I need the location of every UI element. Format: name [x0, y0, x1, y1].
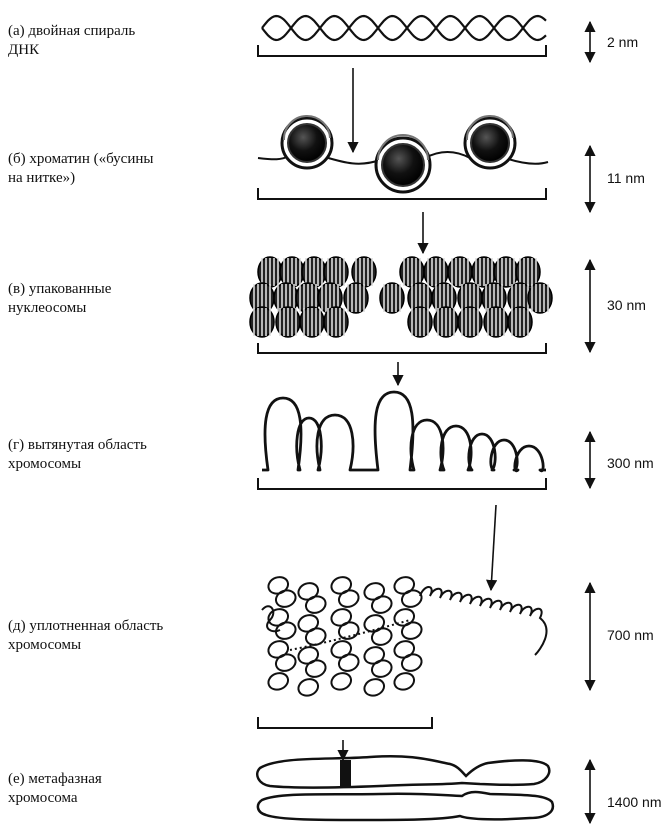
nucleosome-icon: [484, 307, 508, 337]
arrow-g-d: [491, 505, 496, 590]
nucleosome-icon: [458, 307, 482, 337]
coil-column-icon: [266, 574, 298, 692]
nucleosome-icon: [344, 283, 368, 313]
chromatin-loops-icon: [262, 392, 546, 471]
coil-spring-icon: [420, 587, 546, 655]
coil-column-icon: [296, 580, 328, 698]
nucleosome-icon: [280, 257, 304, 287]
bracket-g: [258, 478, 546, 489]
packed-nucleosomes-icon: [250, 257, 552, 337]
bracket-d: [258, 717, 432, 728]
bracket-v: [258, 343, 546, 353]
nucleosome-icon: [276, 307, 300, 337]
nucleosome-icon: [508, 307, 532, 337]
nucleosome-icon: [300, 307, 324, 337]
nucleosome-bead-icon: [376, 135, 430, 192]
nucleosome-bead-icon: [282, 116, 332, 168]
coil-column-icon: [362, 580, 394, 698]
dna-double-helix-icon: [262, 16, 546, 40]
nucleosome-icon: [302, 257, 326, 287]
nucleosome-bead-icon: [465, 116, 515, 168]
coil-column-icon: [392, 574, 424, 692]
nucleosome-icon: [434, 307, 458, 337]
coil-column-icon: [329, 574, 361, 692]
bracket-a: [258, 45, 546, 56]
nucleosome-icon: [408, 307, 432, 337]
nucleosome-icon: [528, 283, 552, 313]
metaphase-chromosome-icon: [257, 756, 553, 820]
nucleosome-icon: [250, 307, 274, 337]
nucleosome-icon: [324, 257, 348, 287]
nucleosome-icon: [380, 283, 404, 313]
condensed-coils-icon: [262, 574, 546, 698]
beads-on-string-icon: [258, 116, 548, 192]
nucleosome-icon: [494, 257, 518, 287]
nucleosome-icon: [324, 307, 348, 337]
